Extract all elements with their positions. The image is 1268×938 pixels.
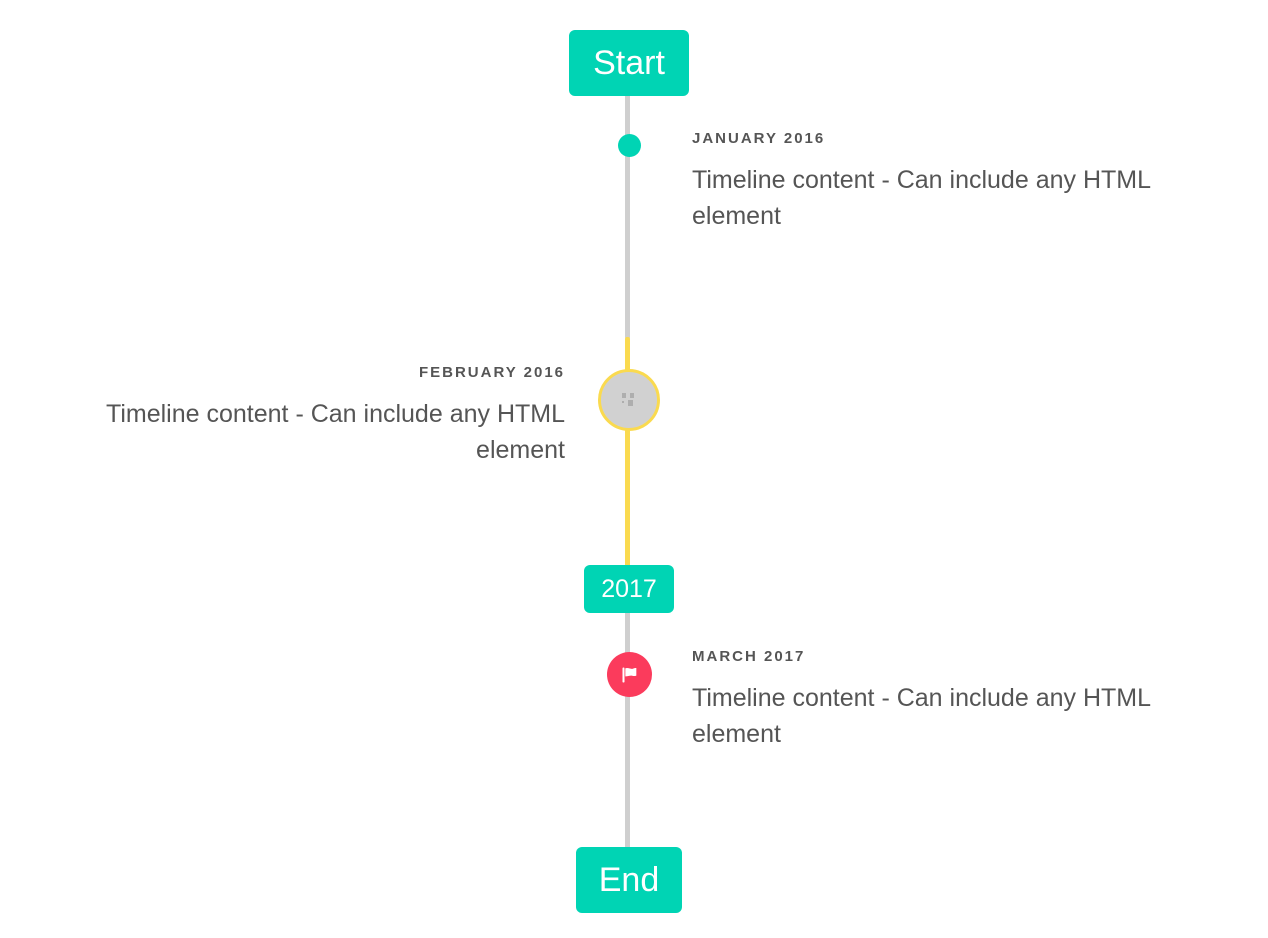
timeline-entry-march-2017: March 2017 Timeline content - Can includ…: [692, 648, 1237, 752]
timeline-entry-body: Timeline content - Can include any HTML …: [692, 683, 1151, 748]
flag-icon[interactable]: [607, 652, 652, 697]
timeline-start-label: Start: [593, 44, 665, 82]
timeline-entry-february-2016: February 2016 Timeline content - Can inc…: [30, 364, 565, 468]
timeline-entry-date: March 2017: [692, 648, 806, 665]
timeline-entry-january-2016: January 2016 Timeline content - Can incl…: [692, 130, 1237, 234]
timeline-year-label: 2017: [601, 574, 657, 603]
timeline-line-segment-yellow: [625, 337, 630, 569]
timeline-end-label: End: [598, 861, 660, 899]
timeline-start-badge[interactable]: Start: [569, 30, 689, 96]
timeline-line-segment-gray-top: [625, 92, 630, 339]
timeline-entry-body: Timeline content - Can include any HTML …: [692, 165, 1151, 230]
broken-image-glyph: [622, 393, 634, 406]
timeline-entry-date: February 2016: [418, 364, 565, 381]
timeline-year-badge-2017[interactable]: 2017: [584, 565, 674, 613]
timeline-line-segment-gray-bottom: [625, 610, 630, 860]
timeline-entry-body: Timeline content - Can include any HTML …: [106, 399, 565, 464]
timeline-entry-date: January 2016: [692, 130, 826, 147]
dot-icon[interactable]: [618, 134, 641, 157]
broken-image-icon[interactable]: [598, 369, 660, 431]
flag-glyph: [622, 667, 636, 682]
timeline-end-badge[interactable]: End: [576, 847, 682, 913]
